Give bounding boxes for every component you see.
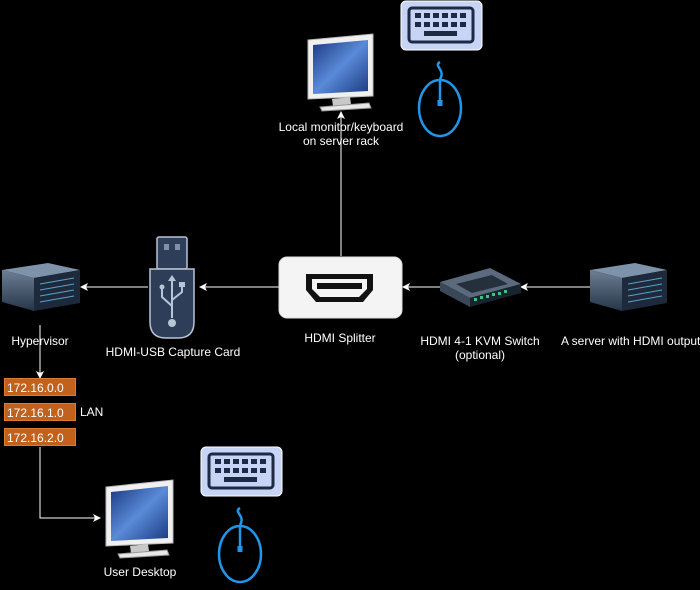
mouse-bottom-icon (217, 506, 263, 584)
subnet-box-1: 172.16.0.0 (4, 378, 76, 396)
keyboard-bottom-icon (200, 446, 283, 497)
kvm-switch-icon (440, 268, 521, 307)
subnet-box-2: 172.16.1.0 (4, 403, 76, 421)
kvm-switch-label-line2: (optional) (454, 348, 506, 362)
user-desktop-monitor-icon (105, 479, 174, 559)
kvm-switch-label-line1: HDMI 4-1 KVM Switch (420, 334, 540, 348)
usb-capture-card-icon (149, 236, 195, 339)
monitor-top-label-line2: on server rack (302, 134, 380, 148)
hdmi-splitter-icon (278, 256, 403, 319)
user-desktop-label: User Desktop (103, 565, 177, 579)
server-right-icon (590, 263, 667, 311)
edge-subnets-to-desktop (39, 447, 101, 522)
keyboard-top-icon (400, 0, 483, 51)
splitter-label: HDMI Splitter (304, 331, 376, 345)
mouse-top-icon (417, 60, 463, 138)
hypervisor-label: Hypervisor (11, 334, 69, 348)
lan-label: LAN (80, 405, 104, 419)
monitor-top-icon (307, 33, 374, 112)
hypervisor-server-icon (2, 263, 80, 311)
capture-card-label: HDMI-USB Capture Card (105, 345, 241, 359)
subnet-box-3: 172.16.2.0 (4, 428, 76, 446)
monitor-top-label: Local monitor/keyboard on server rack (271, 120, 411, 148)
kvm-switch-label: HDMI 4-1 KVM Switch (optional) (415, 334, 545, 362)
server-label: A server with HDMI output (561, 334, 700, 348)
edges (36, 111, 590, 522)
monitor-top-label-line1: Local monitor/keyboard (278, 120, 404, 134)
